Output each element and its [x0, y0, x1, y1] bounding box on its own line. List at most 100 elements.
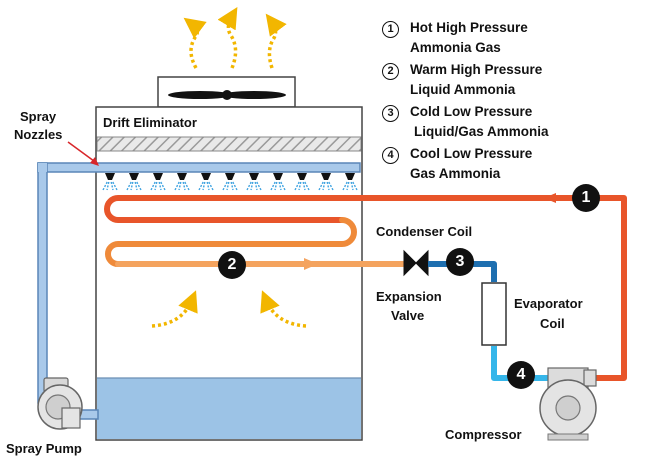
- water-spray: [206, 181, 210, 191]
- water-spray: [184, 181, 190, 191]
- condenser-coil-label: Condenser Coil: [376, 224, 473, 239]
- water-spray: [174, 181, 180, 191]
- spray-nozzle: [249, 173, 259, 180]
- expansion-valve-label-line2: Valve: [391, 308, 425, 323]
- water-spray: [106, 181, 110, 191]
- water-spray: [342, 181, 348, 191]
- water-spray: [182, 181, 186, 191]
- water-spray: [150, 181, 156, 191]
- legend-text-3b: Liquid/Gas Ammonia: [414, 124, 549, 139]
- spray-water-pipe: [37, 162, 361, 420]
- water-spray: [130, 181, 134, 191]
- spray-nozzle: [321, 173, 331, 180]
- spray-nozzle: [345, 173, 355, 180]
- water-spray: [280, 181, 286, 191]
- water-spray: [232, 181, 238, 191]
- water-spray: [352, 181, 358, 191]
- legend: 1 Hot High Pressure Ammonia Gas 2 Warm H…: [382, 20, 647, 188]
- water-spray: [346, 181, 350, 191]
- legend-text-1b: Ammonia Gas: [410, 40, 501, 55]
- water-spray: [202, 181, 206, 191]
- water-spray: [350, 181, 354, 191]
- expansion-valve-icon: [403, 249, 429, 277]
- water-spray: [294, 181, 300, 191]
- water-spray: [250, 181, 254, 191]
- compressor-label: Compressor: [445, 427, 522, 442]
- water-spray: [270, 181, 276, 191]
- spray-nozzle: [297, 173, 307, 180]
- evaporator-coil-label-line2: Coil: [540, 316, 565, 331]
- water-spray: [134, 181, 138, 191]
- water-spray: [158, 181, 162, 191]
- spray-pump-label: Spray Pump: [6, 441, 82, 456]
- water-spray: [178, 181, 182, 191]
- water-spray: [254, 181, 258, 191]
- water-spray: [222, 181, 228, 191]
- water-spray: [226, 181, 230, 191]
- legend-text-2a: Warm High Pressure: [410, 62, 543, 77]
- legend-number-2: 2: [382, 63, 399, 80]
- badge-3: 3: [446, 248, 474, 276]
- water-spray: [246, 181, 252, 191]
- water-spray: [112, 181, 118, 191]
- spray-nozzle: [177, 173, 187, 180]
- water-spray: [256, 181, 262, 191]
- legend-text-4b: Gas Ammonia: [410, 166, 501, 181]
- water-spray: [230, 181, 234, 191]
- legend-item-2: 2 Warm High Pressure Liquid Ammonia: [382, 62, 647, 104]
- water-spray: [298, 181, 302, 191]
- water-spray: [110, 181, 114, 191]
- water-spray: [154, 181, 158, 191]
- legend-item-1: 1 Hot High Pressure Ammonia Gas: [382, 20, 647, 62]
- spray-nozzles-pointer: [67, 141, 99, 166]
- water-spray: [198, 181, 204, 191]
- legend-number-1: 1: [382, 21, 399, 38]
- legend-item-4: 4 Cool Low Pressure Gas Ammonia: [382, 146, 647, 188]
- water-spray: [160, 181, 166, 191]
- compressor-icon: [539, 367, 597, 441]
- legend-text-2b: Liquid Ammonia: [410, 82, 516, 97]
- badge-4: 4: [507, 361, 535, 389]
- spray-nozzle: [225, 173, 235, 180]
- water-spray: [102, 181, 108, 191]
- evaporator-coil: [481, 282, 507, 346]
- water-spray: [278, 181, 282, 191]
- fan-icon: [168, 90, 286, 100]
- spray-nozzle: [201, 173, 211, 180]
- evaporator-coil-label-line1: Evaporator: [514, 296, 583, 311]
- water-spray: [136, 181, 142, 191]
- condenser-coil: [104, 195, 591, 267]
- water-spray: [322, 181, 326, 191]
- spray-nozzle: [153, 173, 163, 180]
- spray-nozzles-label-line1: Spray: [20, 109, 57, 124]
- legend-item-3: 3 Cold Low Pressure Liquid/Gas Ammonia: [382, 104, 647, 146]
- spray-nozzle: [273, 173, 283, 180]
- legend-text-1a: Hot High Pressure: [410, 20, 528, 35]
- badge-1: 1: [572, 184, 600, 212]
- intake-airflow-arrows: [151, 290, 307, 328]
- spray-nozzle: [105, 173, 115, 180]
- water-spray: [304, 181, 310, 191]
- water-spray: [328, 181, 334, 191]
- water-spray: [208, 181, 214, 191]
- drift-eliminator-label: Drift Eliminator: [103, 115, 197, 130]
- expansion-valve-label-line1: Expansion: [376, 289, 442, 304]
- water-spray: [326, 181, 330, 191]
- spray-nozzle: [129, 173, 139, 180]
- spray-nozzles-label-line2: Nozzles: [14, 127, 63, 142]
- spray-nozzles: [102, 173, 358, 191]
- hot-gas-line: [544, 193, 627, 381]
- water-spray: [318, 181, 324, 191]
- legend-number-3: 3: [382, 105, 399, 122]
- drift-eliminator: [96, 136, 362, 152]
- exhaust-airflow-arrows: [183, 6, 287, 69]
- water-basin: [97, 378, 361, 439]
- water-spray: [302, 181, 306, 191]
- water-spray: [274, 181, 278, 191]
- legend-text-4a: Cool Low Pressure: [410, 146, 533, 161]
- legend-number-4: 4: [382, 147, 399, 164]
- flow-arrow-warm: [304, 258, 318, 270]
- legend-text-3a: Cold Low Pressure: [410, 104, 533, 119]
- spray-pump-icon: [37, 377, 83, 430]
